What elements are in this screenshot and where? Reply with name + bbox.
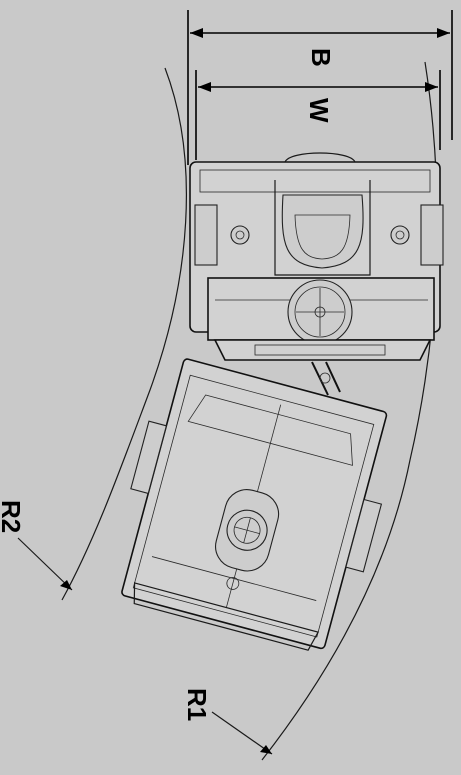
dimension-b-arrow-right (437, 28, 450, 38)
right-drum-flange (345, 498, 383, 573)
right-control-lever (390, 225, 410, 245)
right-side-drum (420, 204, 444, 266)
left-drum-flange (130, 420, 168, 495)
r2-leader (17, 537, 73, 591)
dimension-w-arrow-right (425, 82, 438, 92)
left-side-drum (194, 204, 218, 266)
outer-turning-arc (61, 67, 187, 601)
dimension-b-arrow-left (190, 28, 203, 38)
r1-leader (211, 711, 273, 755)
label-r2: R2 (0, 500, 26, 533)
articulation-joint (311, 361, 341, 396)
label-b: B (306, 48, 336, 67)
left-control-lever (230, 225, 250, 245)
label-r1: R1 (182, 688, 212, 721)
label-w: W (304, 98, 334, 123)
operator-seat (281, 194, 364, 269)
dimension-w-arrow-left (198, 82, 211, 92)
front-drum-assembly (121, 358, 388, 651)
rear-frame (189, 152, 444, 361)
